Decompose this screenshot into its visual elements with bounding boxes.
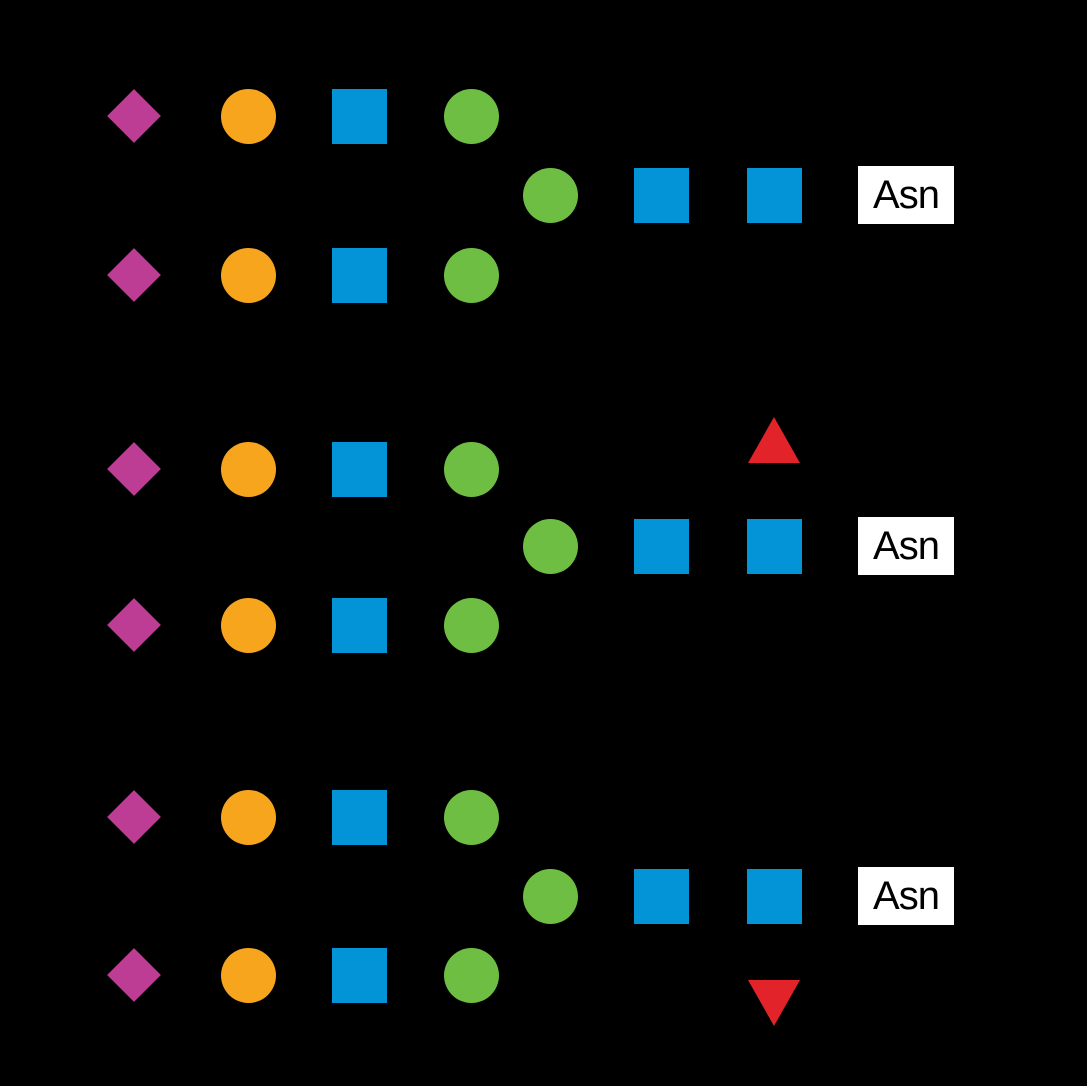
glcnac-square-node: [746, 868, 802, 924]
neu5ac-diamond-node: [107, 790, 161, 844]
fuc-triangle-down-node: [748, 980, 800, 1026]
glcnac-square-node: [331, 947, 387, 1003]
glcnac-square-node: [331, 441, 387, 497]
neu5ac-diamond-node: [107, 948, 161, 1002]
gal-circle-node: [220, 597, 276, 653]
man-circle-node: [522, 167, 578, 223]
man-circle-node: [443, 789, 499, 845]
asn-label: Asn: [858, 517, 954, 575]
gal-circle-node: [220, 88, 276, 144]
gal-circle-node: [220, 247, 276, 303]
man-circle-node: [443, 441, 499, 497]
man-circle-node: [443, 597, 499, 653]
glcnac-square-node: [633, 167, 689, 223]
fuc-triangle-up-node: [748, 417, 800, 463]
gal-circle-node: [220, 947, 276, 1003]
man-circle-node: [443, 88, 499, 144]
gal-circle-node: [220, 789, 276, 845]
asn-label: Asn: [858, 166, 954, 224]
man-circle-node: [443, 247, 499, 303]
man-circle-node: [522, 518, 578, 574]
glcnac-square-node: [331, 597, 387, 653]
gal-circle-node: [220, 441, 276, 497]
glcnac-square-node: [331, 88, 387, 144]
glcnac-square-node: [331, 789, 387, 845]
man-circle-node: [443, 947, 499, 1003]
glcnac-square-node: [633, 518, 689, 574]
glcnac-square-node: [331, 247, 387, 303]
glcnac-square-node: [746, 167, 802, 223]
glcnac-square-node: [746, 518, 802, 574]
man-circle-node: [522, 868, 578, 924]
asn-label: Asn: [858, 867, 954, 925]
glcnac-square-node: [633, 868, 689, 924]
